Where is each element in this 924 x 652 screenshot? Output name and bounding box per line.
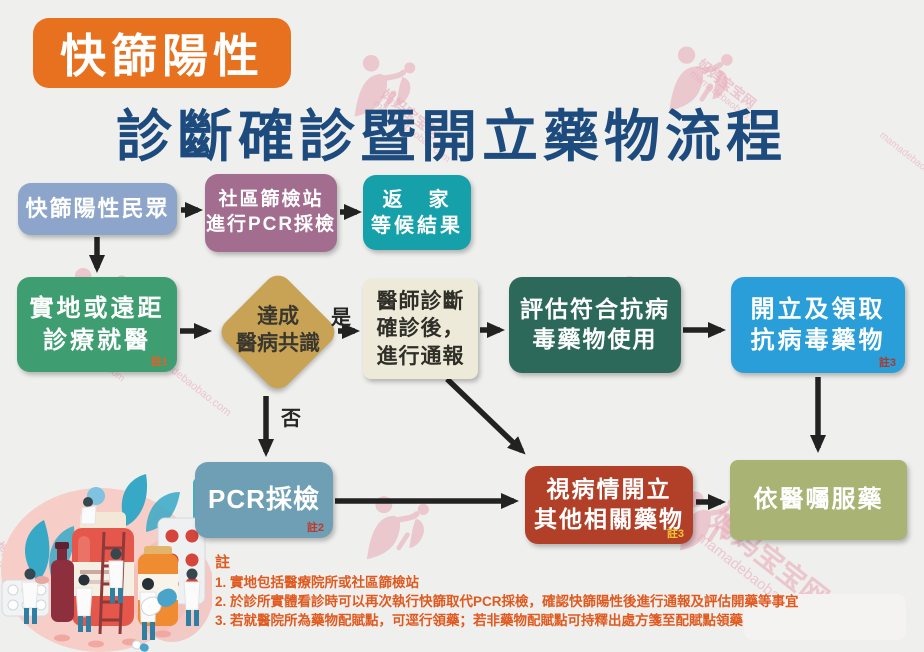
footnote-item: 1. 實地包括醫療院所或社區篩檢站 xyxy=(215,575,420,590)
footnote-item: 3. 若就醫院所為藥物配賦點，可逕行領藥；若非藥物配賦點可持釋出處方箋至配賦點領… xyxy=(215,612,744,628)
footnotes: 註 1. 實地包括醫療院所或社區篩檢站 2. 於診所實體看診時可以再次執行快篩取… xyxy=(215,551,799,631)
note-ref-3: 註3 xyxy=(666,527,684,540)
flow-node-follow-doctor-orders: 依醫囑服藥 xyxy=(730,460,907,540)
footnotes-heading: 註 xyxy=(215,554,231,571)
note-ref-1: 註1 xyxy=(150,355,168,368)
branch-label-no: 否 xyxy=(281,408,301,430)
flow-node-evaluate-antiviral-use: 評估符合抗病 毒藥物使用 xyxy=(509,277,681,373)
flow-node-other-related-medication: 視病情開立 其他相關藥物 註3 xyxy=(525,466,693,544)
rapid-test-positive-badge: 快篩陽性 xyxy=(33,18,291,88)
footnote-item: 2. 於診所實體看診時可以再次執行快篩取代PCR採檢，確認快篩陽性後進行通報及評… xyxy=(215,593,799,609)
flow-node-pcr-test: PCR採檢 註2 xyxy=(195,462,333,538)
flow-node-community-screening-station: 社區篩檢站 進行PCR採檢 xyxy=(205,174,337,252)
flow-node-return-home-wait: 返 家 等候結果 xyxy=(363,175,471,250)
branch-label-yes: 是 xyxy=(331,307,351,329)
blank-panel xyxy=(744,594,906,640)
pharmacy-illustration xyxy=(1,474,212,652)
note-ref-2: 註2 xyxy=(306,521,324,534)
flow-node-doctor-diagnose-report: 醫師診斷 確診後， 進行通報 xyxy=(363,279,478,379)
flow-node-rapid-positive-public: 快篩陽性民眾 xyxy=(18,183,177,235)
flow-node-prescribe-antiviral: 開立及領取 抗病毒藥物 註3 xyxy=(731,277,905,373)
page-title: 診斷確診暨開立藥物流程 xyxy=(116,105,787,168)
decision-diamond-label: 達成 醫病共識 xyxy=(236,305,320,356)
flow-node-onsite-or-remote-care: 實地或遠距 診療就醫 註1 xyxy=(17,277,177,372)
note-ref-3: 註3 xyxy=(878,356,896,369)
